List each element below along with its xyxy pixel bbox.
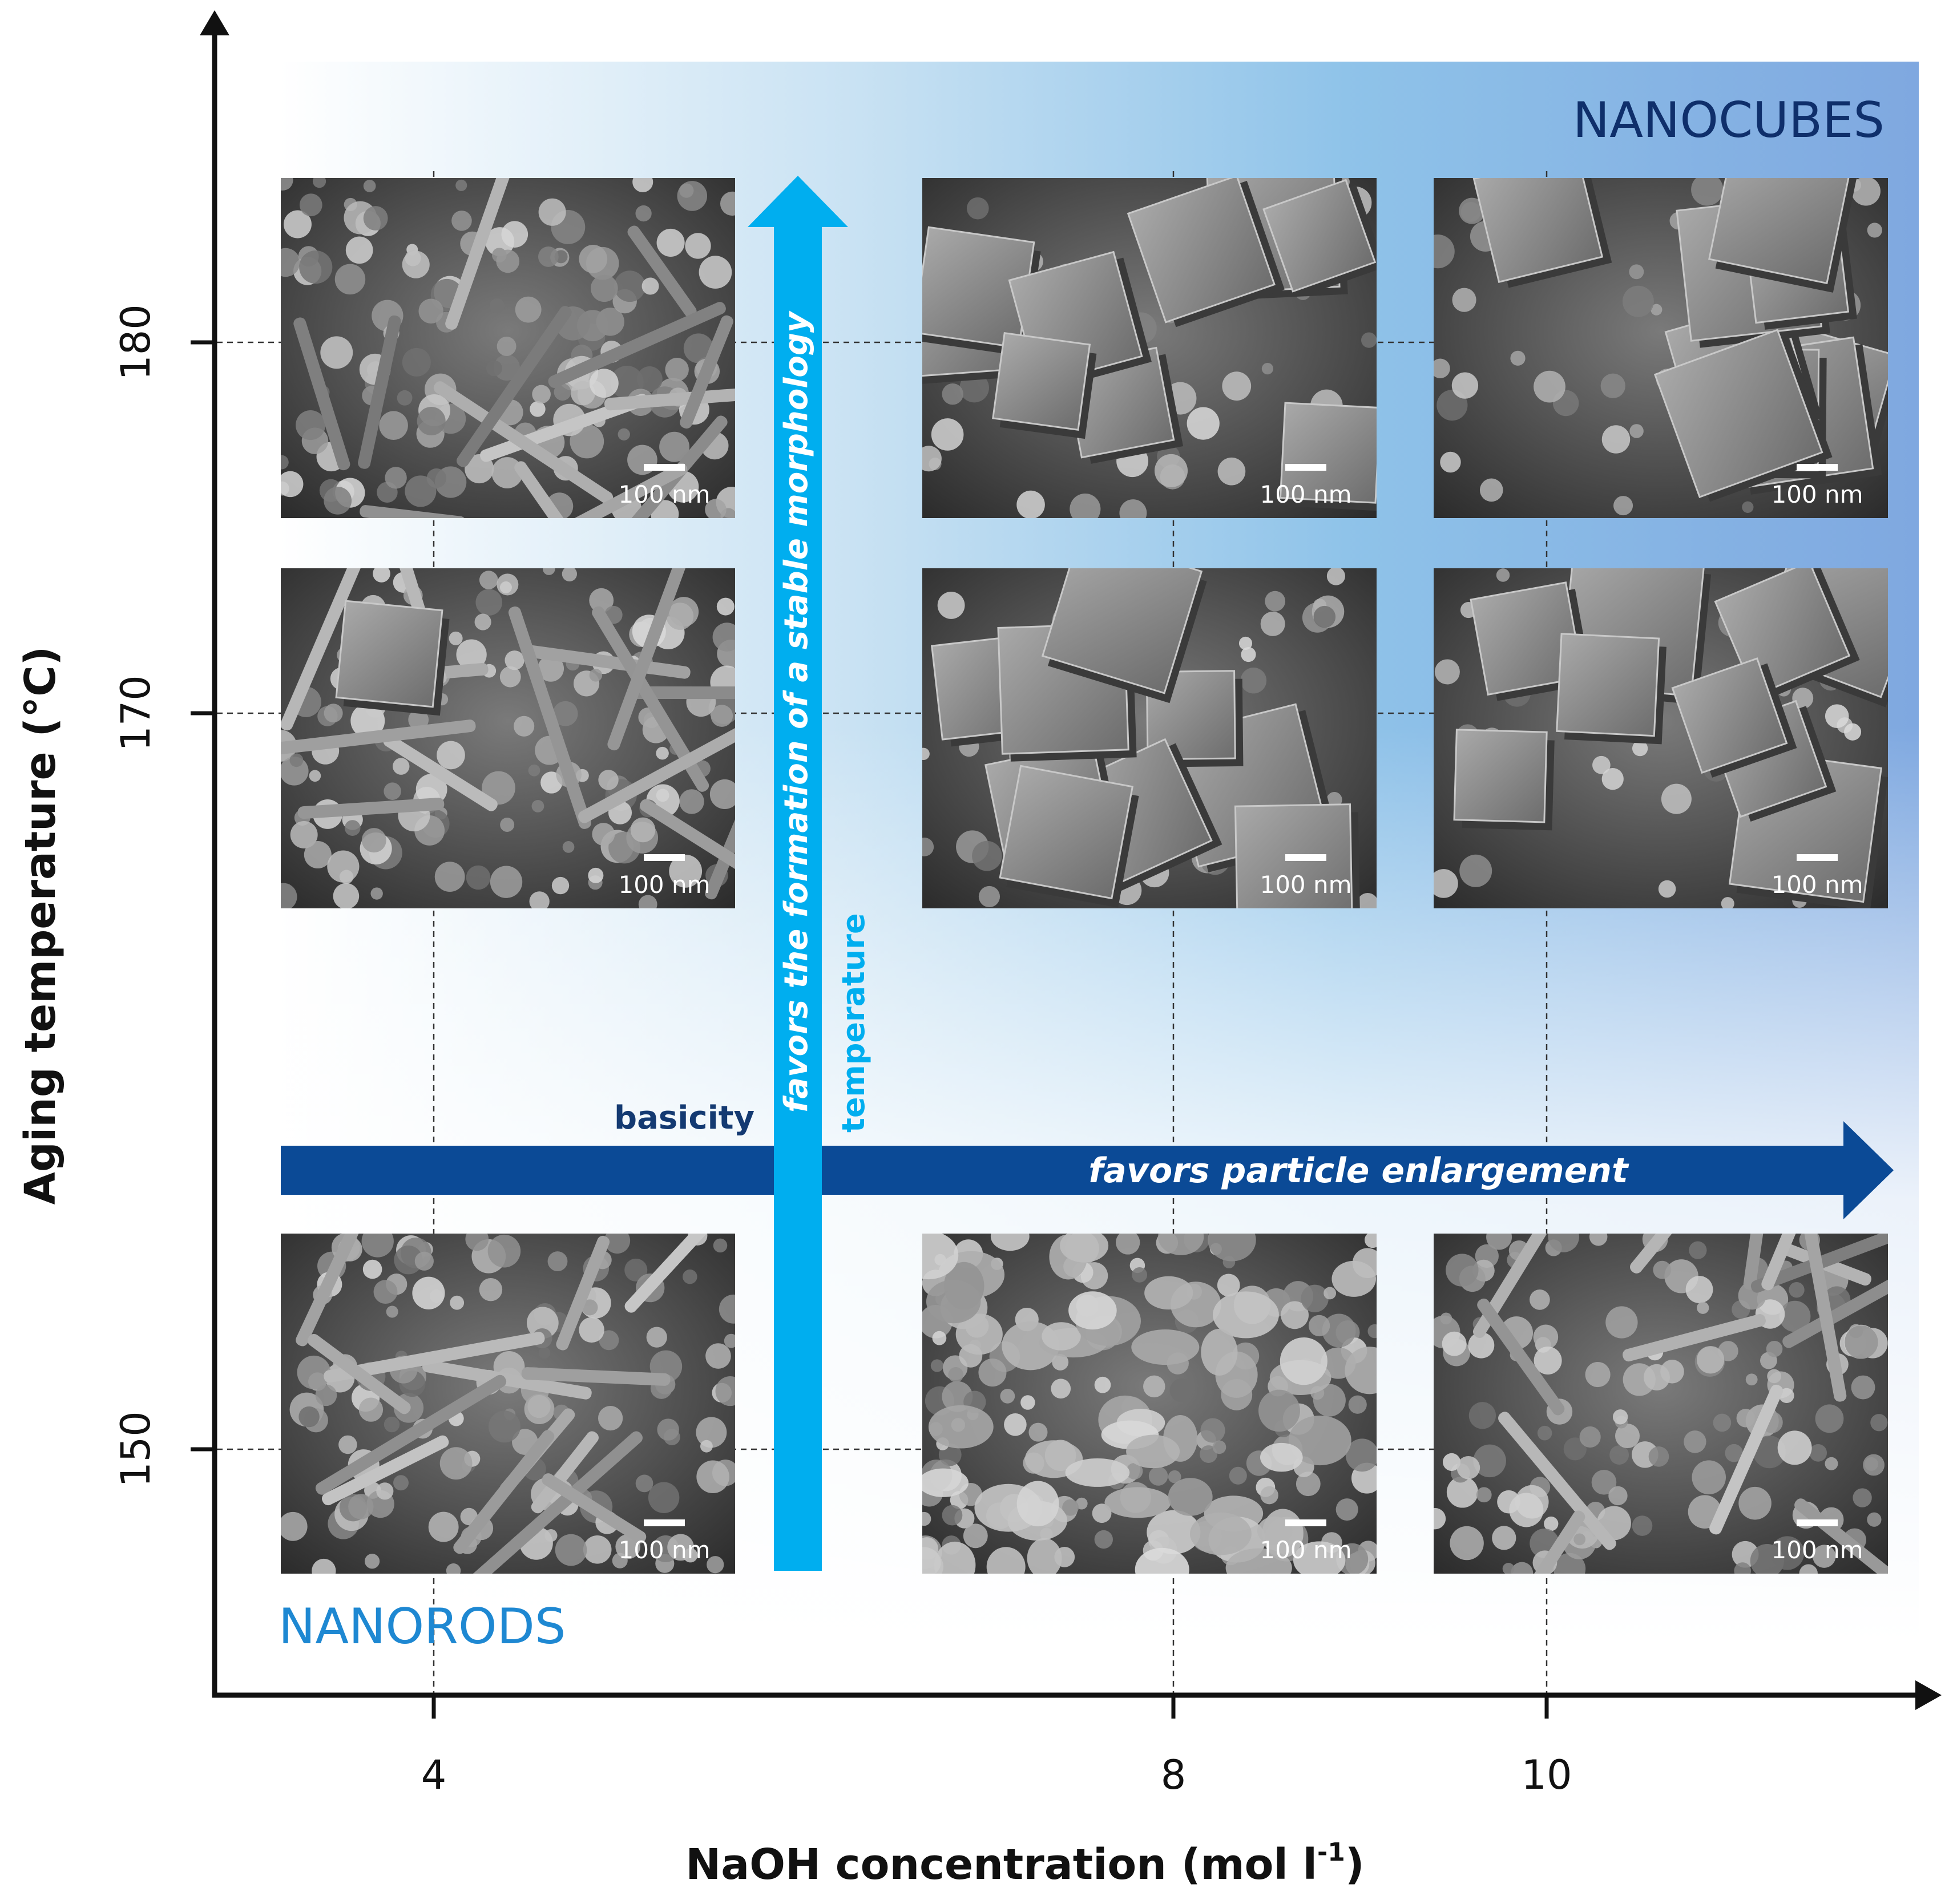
scale-bar-label: 100 nm [1771,1536,1863,1564]
micrograph-10-180: 100 nm [1434,178,1888,518]
scale-bar [1797,1519,1838,1526]
scale-bar-label: 100 nm [1260,480,1351,508]
temperature-arrow: favors the formation of a stable morphol… [748,176,871,1571]
x-tick-label-8: 8 [1161,1752,1187,1798]
micrograph-4-170: 100 nm [281,568,735,908]
x-tick-label-4: 4 [421,1752,447,1798]
micrograph-8-170: 100 nm [922,568,1377,908]
scale-bar-label: 100 nm [1260,871,1351,899]
scale-bar [1285,1519,1326,1526]
micrograph-10-170: 100 nm [1434,568,1888,908]
scale-bar [644,1519,685,1526]
micrograph-8-180: 100 nm [922,178,1377,518]
scale-bar [644,464,685,471]
scale-bar-label: 100 nm [618,480,710,508]
micrograph-10-150: 100 nm [1434,1234,1888,1574]
scale-bar [1285,464,1326,471]
y-axis-title: Aging temperature (°C) [16,646,65,1205]
micrograph-8-150: 100 nm [922,1234,1377,1574]
basicity-label: basicity [614,1099,754,1137]
x-tick-label-10: 10 [1521,1752,1572,1798]
x-axis-arrowhead [1915,1680,1942,1710]
scale-bar [1285,854,1326,861]
scale-bar-label: 100 nm [1771,480,1863,508]
y-tick-label-180: 180 [112,304,159,381]
micrograph-4-150: 100 nm [281,1234,735,1574]
scale-bar-label: 100 nm [1771,871,1863,899]
scale-bar-label: 100 nm [618,1536,710,1564]
vertical-effect-text: favors the formation of a stable morphol… [778,310,815,1113]
basicity-arrow: basicity favors particle enlargement [281,1099,1894,1219]
y-tick-label-170: 170 [112,675,159,751]
micrograph-4-180: 100 nm [281,178,735,518]
horizontal-effect-text: favors particle enlargement [1088,1151,1629,1191]
x-axis-title: NaOH concentration (mol l-1) [685,1838,1364,1889]
nanorods-label: NANORODS [279,1598,566,1655]
scale-bar-label: 100 nm [618,871,710,899]
scale-bar [644,854,685,861]
nanocubes-label: NANOCUBES [1573,92,1885,149]
axis-ticks: 4 8 10 180 170 150 [112,304,1572,1798]
scale-bar-label: 100 nm [1260,1536,1351,1564]
micrograph-grid: 100 nm 100 nm 100 nm 100 nm 100 nm 100 nm 100 … [281,178,1888,1574]
temperature-label: temperature [836,913,871,1133]
scale-bar [1797,854,1838,861]
scale-bar [1797,464,1838,471]
y-tick-label-150: 150 [112,1411,159,1487]
y-axis-arrowhead [200,10,229,35]
axes [212,29,1922,1698]
